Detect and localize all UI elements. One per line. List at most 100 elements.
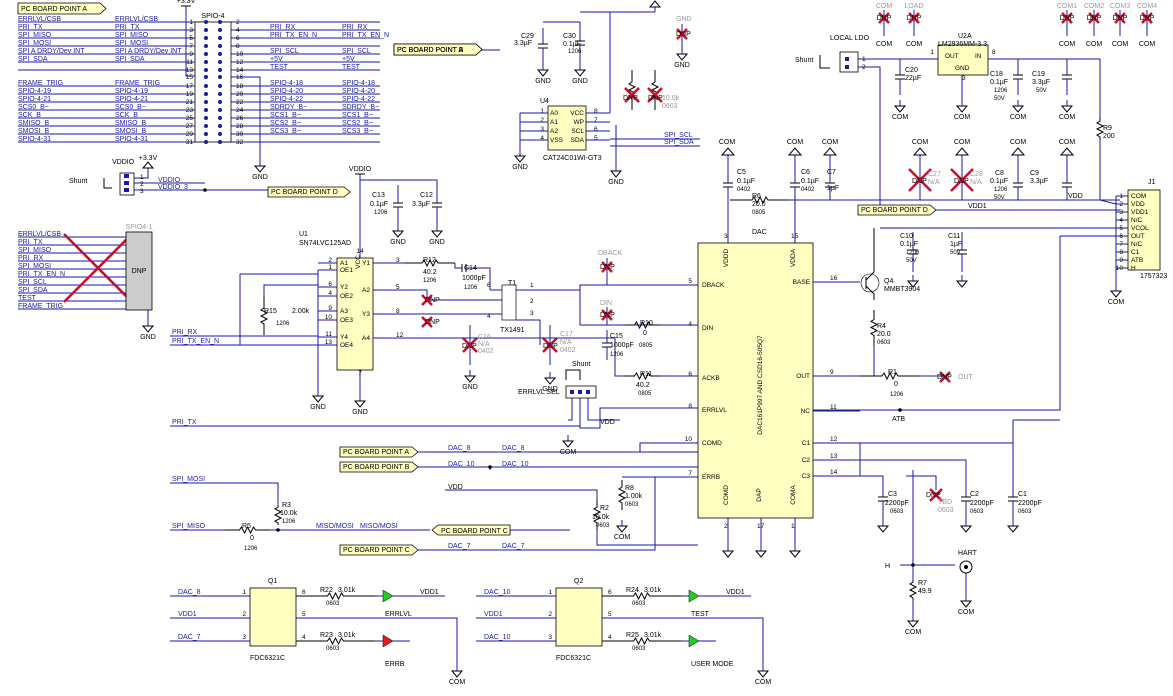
q4-transistor — [860, 273, 880, 293]
pin-number: 3 — [530, 310, 534, 317]
net-label: SMOSI_B — [18, 128, 49, 135]
led-label: USER MODE — [691, 661, 734, 668]
value: 0.1µF — [900, 241, 918, 248]
pin-name: VDD1 — [1131, 209, 1149, 216]
resistor — [602, 591, 681, 601]
pc-board-point-c-box-text: PC BOARD POINT C — [343, 547, 410, 554]
pin-number: 32 — [236, 139, 244, 146]
value: 2200pF — [885, 500, 909, 507]
dnp-mark — [421, 316, 433, 328]
value: 3.3µF — [1030, 178, 1048, 185]
ground-symbol — [543, 377, 557, 385]
out-label: OUT — [958, 374, 974, 381]
pin-name: ACKB — [702, 375, 720, 382]
net-label: SPI_MOSI — [115, 40, 148, 47]
package: 0805 — [752, 210, 766, 216]
pin-number: 12 — [830, 436, 838, 443]
value: 40.2 — [423, 269, 437, 276]
ground-symbol — [609, 170, 623, 178]
spio4-pin — [218, 100, 222, 104]
pin-number: 12 — [236, 59, 244, 66]
mosfet-Q1 — [249, 587, 297, 647]
value: 0.1µF — [737, 178, 755, 185]
pin-name: A2 — [550, 128, 558, 135]
value: 10.0k — [662, 95, 680, 102]
value: 3.3µF — [412, 201, 430, 208]
net-label: PRI_RX — [172, 329, 198, 336]
spio4-pin — [204, 132, 208, 136]
c16-dnp — [462, 337, 478, 353]
label: COM3 — [1110, 3, 1130, 10]
junction-dot — [911, 563, 915, 567]
dnp-mark — [878, 12, 890, 24]
refdes: C12 — [420, 192, 433, 199]
refdes: C8 — [995, 170, 1004, 177]
refdes: C27 — [928, 171, 941, 178]
pin-number: 3 — [540, 126, 544, 133]
net-label: SPIO-4-31 — [18, 136, 51, 143]
r3-resistor — [273, 505, 283, 525]
pin-number: 5 — [594, 135, 598, 142]
refdes: C9 — [1030, 170, 1039, 177]
refdes: R7 — [918, 580, 927, 587]
net-label: SPIO-4-21 — [115, 96, 148, 103]
pin-number: 4 — [487, 313, 491, 320]
ground-symbol — [615, 525, 629, 533]
ground-symbol — [788, 550, 802, 558]
label: COM4 — [1137, 3, 1157, 10]
refdes: C7 — [827, 169, 836, 176]
net-label: PRI_RX — [270, 24, 296, 31]
dac7-wire — [418, 477, 656, 551]
ground-symbol — [573, 69, 587, 77]
ground-label: GND — [390, 239, 406, 246]
pin-number: 4 — [236, 27, 240, 34]
value: 3.3µF — [514, 40, 532, 47]
pin-name: Y1 — [362, 260, 370, 267]
refdes: Q4 — [884, 278, 893, 285]
dnp-label: DNP — [462, 343, 477, 350]
pin-number: 7 — [358, 370, 362, 377]
refdes: R24 — [626, 587, 639, 594]
refdes: R25 — [626, 632, 639, 639]
value: 0.1µF — [990, 79, 1008, 86]
pin-number: 2 — [328, 257, 332, 264]
ldo-header — [839, 51, 859, 73]
ground-symbol — [353, 400, 367, 408]
value: 0.1µF — [801, 178, 819, 185]
pin-name: BASE — [793, 279, 811, 286]
pwr-wire — [132, 173, 149, 179]
led-label: TEST — [691, 611, 710, 618]
pin-number: 14 — [236, 67, 244, 74]
value: 2.00k — [292, 308, 310, 315]
led-green — [382, 589, 394, 603]
pin-number: 9 — [328, 305, 332, 312]
refdes: C20 — [905, 67, 918, 74]
pin-number: 21 — [186, 99, 194, 106]
dnp-label: DNP — [600, 312, 615, 319]
c14-wire — [466, 267, 491, 290]
ldo-in — [988, 58, 1101, 120]
pin-number: 1 — [242, 589, 246, 596]
refdes: R8 — [625, 485, 634, 492]
net-label: SPI A DRDY/Dev INT — [115, 48, 182, 55]
pc-board-point-d-box-text: PC BOARD POINT D — [271, 189, 338, 196]
pin-number: 15 — [186, 74, 194, 81]
net-label: VDDIO — [158, 177, 181, 184]
pin-number: 9 — [830, 369, 834, 376]
com-label: COM — [906, 41, 923, 48]
atb-label: ATB — [892, 416, 905, 423]
dnp-mark — [939, 371, 951, 383]
pin-number: 8 — [992, 49, 996, 56]
vdd-link — [1099, 199, 1117, 205]
ground-label: GND — [462, 384, 478, 391]
ground-symbol — [141, 325, 155, 333]
ground-label: COM — [905, 629, 922, 636]
pin-number: 2 — [530, 298, 534, 305]
pin-name: COMD — [702, 440, 722, 447]
refdes: C15 — [610, 333, 623, 340]
pin-name: OE3 — [340, 317, 353, 324]
dac-label: DAC — [752, 229, 767, 236]
r10-resistor — [625, 320, 660, 330]
pin-number: 6 — [594, 126, 598, 133]
